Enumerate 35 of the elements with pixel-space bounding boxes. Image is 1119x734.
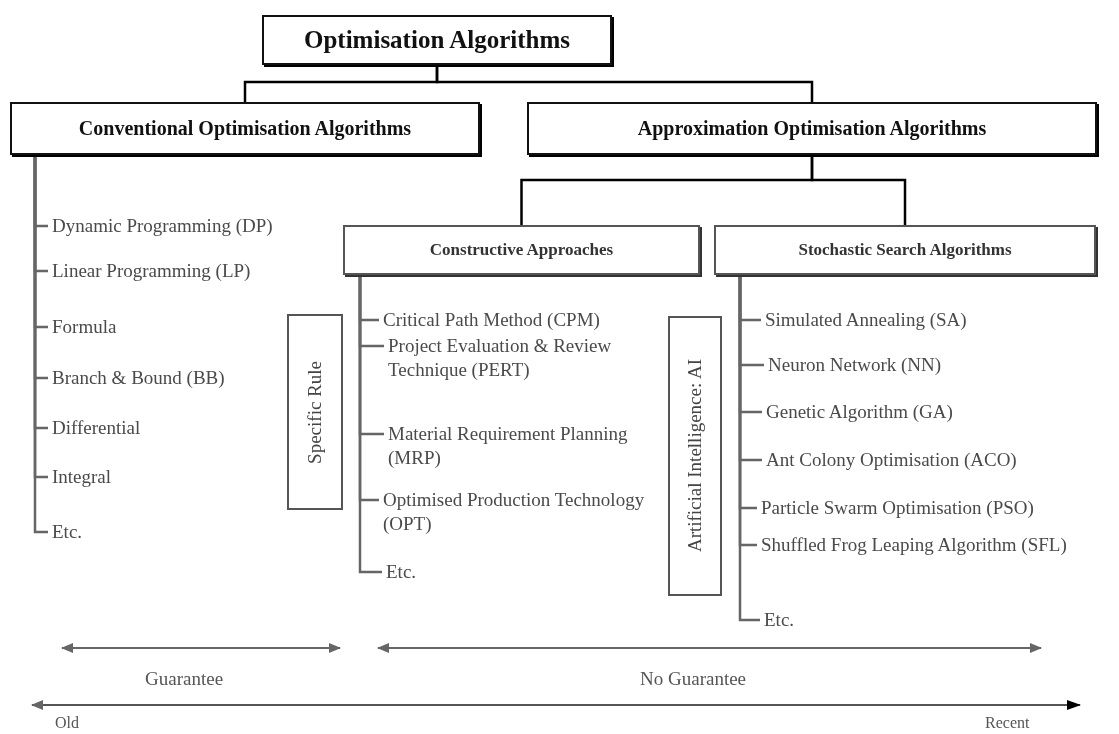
connector-line — [738, 275, 760, 622]
group-label: Specific Rule — [304, 360, 326, 464]
connector-line — [810, 155, 907, 225]
method-label: Simulated Annealing (SA) — [765, 308, 1085, 332]
group-box — [287, 314, 343, 510]
method-label: Shuffled Frog Leaping Algorithm (SFL) — [761, 533, 1101, 557]
category-box: Approximation Optimisation Algorithms — [527, 102, 1097, 155]
method-label: Etc. — [386, 560, 466, 584]
category-box: Conventional Optimisation Algorithms — [10, 102, 480, 155]
axis-label: Old — [55, 714, 79, 732]
method-label: Integral — [52, 465, 252, 489]
category-box: Stochastic Search Algorithms — [714, 225, 1096, 275]
method-label: Material Requirement Planning (MRP) — [388, 422, 663, 470]
axis-label: No Guarantee — [640, 668, 747, 690]
method-label: Genetic Algorithm (GA) — [766, 400, 1086, 424]
connector-line — [358, 275, 382, 574]
category-box: Optimisation Algorithms — [262, 15, 612, 65]
method-label: Linear Programming (LP) — [52, 259, 332, 283]
method-label: Differential — [52, 416, 252, 440]
method-label: Particle Swarm Optimisation (PSO) — [761, 496, 1116, 520]
method-label: Project Evaluation & Review Technique (PERT) — [388, 334, 668, 382]
axis-label: Recent — [985, 714, 1030, 732]
method-label: Optimised Production Technology (OPT) — [383, 488, 668, 536]
method-label: Ant Colony Optimisation (ACO) — [766, 448, 1096, 472]
method-label: Etc. — [764, 608, 844, 632]
method-label: Critical Path Method (CPM) — [383, 308, 668, 332]
category-box: Constructive Approaches — [343, 225, 700, 275]
axis-label: Guarantee — [145, 668, 224, 690]
method-label: Etc. — [52, 520, 152, 544]
method-label: Formula — [52, 315, 252, 339]
method-label: Neuron Network (NN) — [768, 353, 1088, 377]
method-label: Branch & Bound (BB) — [52, 366, 282, 390]
group-box — [668, 316, 722, 596]
group-label: Artificial Intelligence: AI — [684, 359, 706, 553]
connector-line — [435, 65, 814, 102]
